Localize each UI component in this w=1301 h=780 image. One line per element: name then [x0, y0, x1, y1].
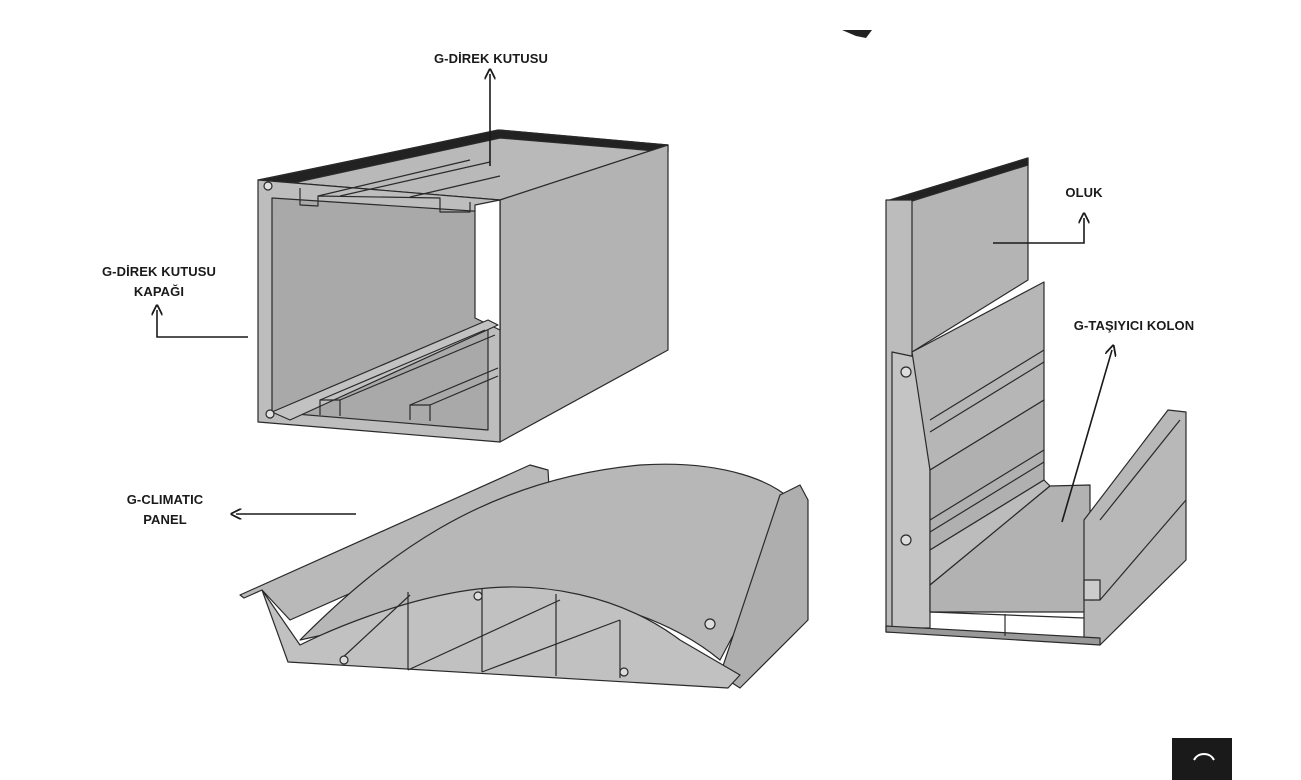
arrow-tasiyici — [1061, 350, 1112, 523]
direk-kutusu-profile — [257, 129, 669, 443]
label-climatic-line2: PANEL — [143, 512, 187, 527]
page-tab — [1172, 738, 1232, 780]
climatic-panel-profile — [239, 463, 809, 689]
tasiyici-kolon-profile — [885, 157, 1187, 646]
callout-arrows — [157, 74, 1112, 523]
top-corner-mark — [842, 30, 872, 38]
label-kapak-line1: G-DİREK KUTUSU — [101, 264, 217, 279]
label-tasiyici-kolon: G-TAŞIYICI KOLON — [1073, 318, 1195, 333]
label-kapak-line2: KAPAĞI — [133, 284, 185, 299]
label-oluk: OLUK — [1065, 185, 1103, 200]
arrow-oluk — [993, 218, 1084, 244]
label-climatic-line1: G-CLIMATIC — [126, 492, 204, 507]
label-direk-kutusu: G-DİREK KUTUSU — [433, 51, 549, 66]
arrow-kapak — [157, 310, 248, 338]
